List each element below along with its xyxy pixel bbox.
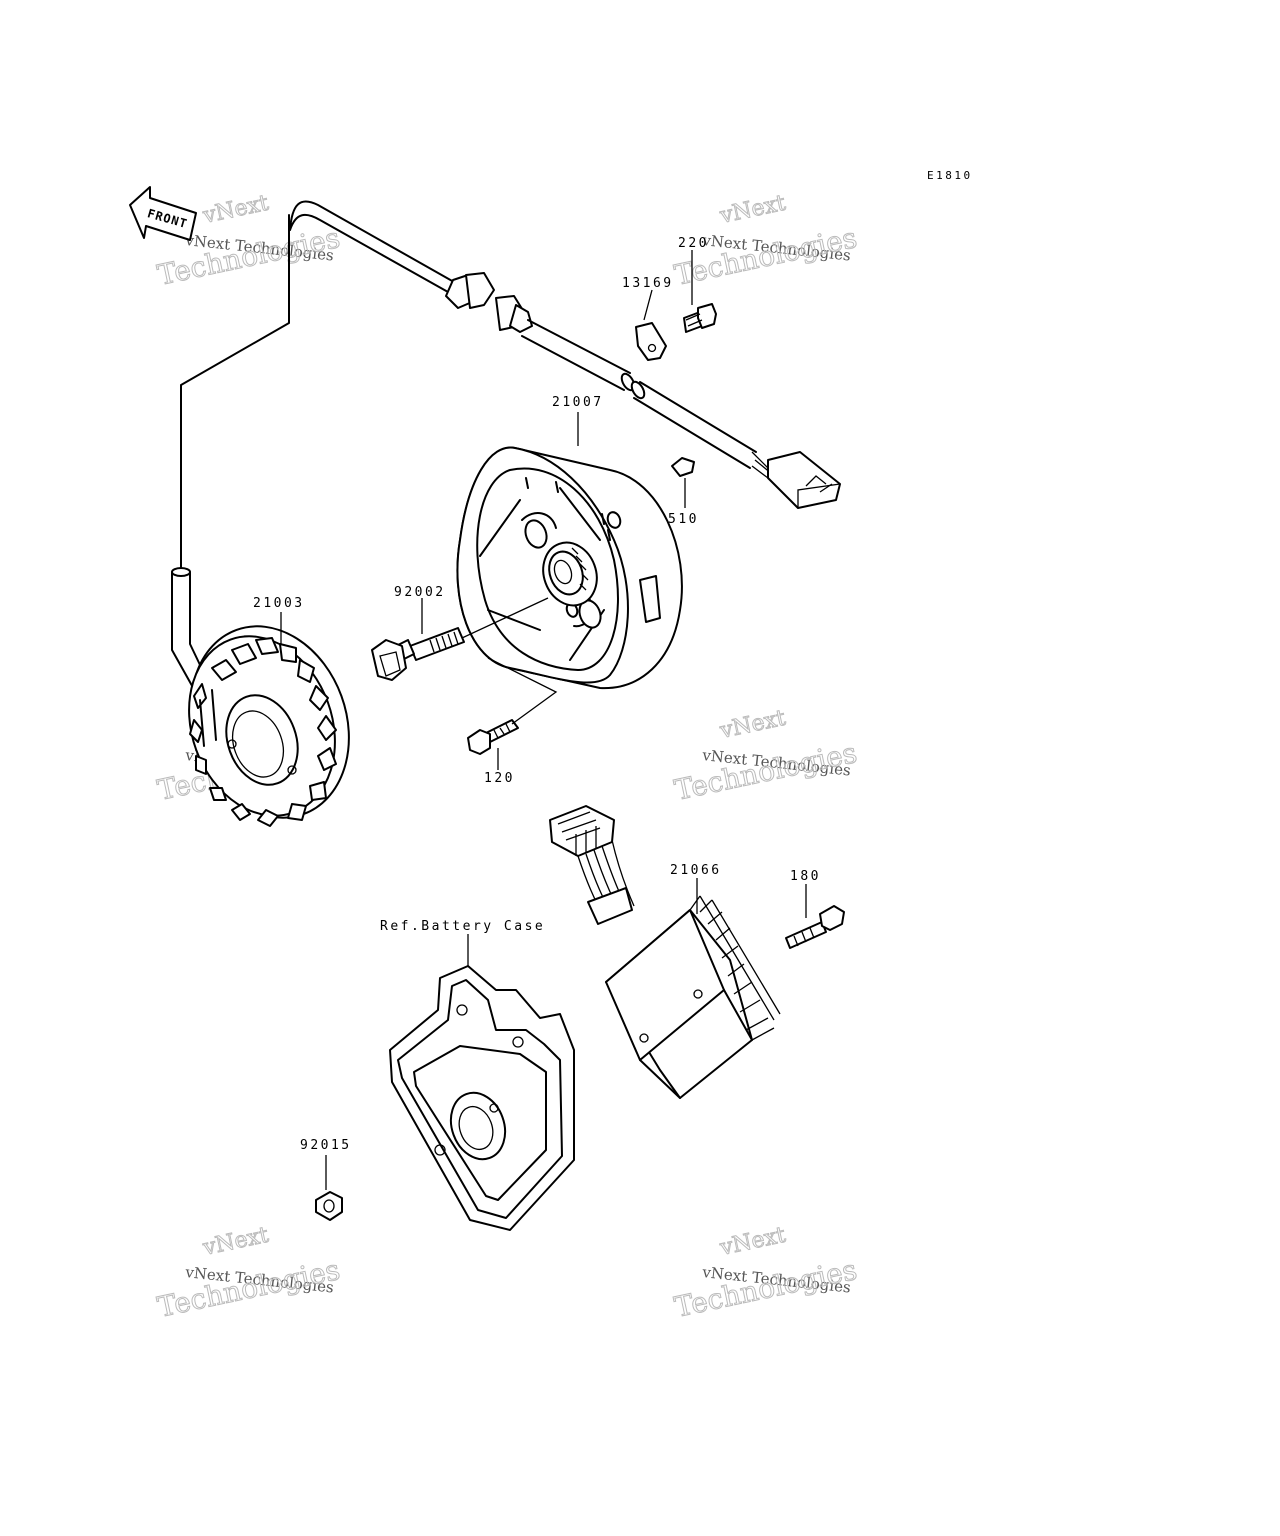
battery-case-reference [389, 934, 575, 1231]
watermark-line1: vNext [717, 706, 788, 744]
watermark-line1: vNext [717, 1223, 788, 1261]
part-180-bolt [785, 884, 845, 949]
watermark-line3: Technologies [672, 736, 860, 807]
part-21007-rotor [456, 412, 683, 690]
part-label-92002: 92002 [394, 585, 446, 600]
diagram-code: E1810 [927, 169, 973, 182]
part-13169-clamp [635, 289, 667, 361]
part-label-21066: 21066 [670, 863, 722, 878]
stator-wire-harness [171, 200, 841, 701]
part-label-21007: 21007 [552, 395, 604, 410]
watermark-line1: vNext [200, 1223, 271, 1261]
watermark-line3: Technologies [672, 1253, 860, 1324]
part-label-21003: 21003 [253, 596, 305, 611]
part-label-120: 120 [484, 771, 515, 786]
watermark-bottom-left: vNext vNext Technologies Technologies [154, 1222, 343, 1324]
watermark-mid-right: vNext vNext Technologies Technologies [671, 705, 860, 807]
part-label-220: 220 [678, 236, 709, 251]
reference-label: Ref.Battery Case [380, 919, 545, 934]
watermark-line3: Technologies [672, 221, 860, 292]
part-92002-bolt [371, 597, 549, 681]
part-21066-regulator [549, 805, 781, 1099]
watermark-line3: Technologies [155, 1253, 343, 1324]
watermark-top-left: vNext vNext Technologies Technologies [154, 190, 343, 292]
part-label-510: 510 [668, 512, 699, 527]
part-label-13169: 13169 [622, 276, 674, 291]
part-label-180: 180 [790, 869, 821, 884]
watermark-line1: vNext [717, 191, 788, 229]
part-220-screw [683, 250, 717, 333]
part-92015-nut [315, 1155, 343, 1221]
part-120-bolt [467, 657, 558, 770]
watermark-line1: vNext [200, 191, 271, 229]
front-arrow-icon: FRONT [129, 186, 197, 241]
part-510-key [671, 457, 695, 508]
watermark-bottom-right: vNext vNext Technologies Technologies [671, 1222, 860, 1324]
part-labels: 13169 220 21007 510 92002 21003 120 2106… [253, 236, 821, 1153]
part-21003-stator [188, 612, 350, 827]
part-label-92015: 92015 [300, 1138, 352, 1153]
